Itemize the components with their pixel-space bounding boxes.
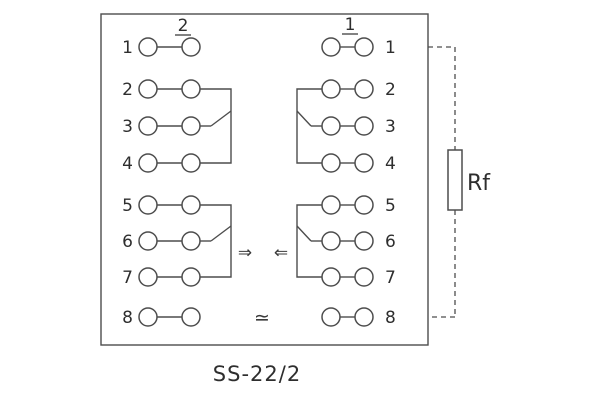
right-terminal-labels: 1 2 3 4 5 6 7 8 xyxy=(385,38,396,328)
terminal-circle xyxy=(354,267,374,287)
terminal-circle xyxy=(354,231,374,251)
left-terminal-label-5: 5 xyxy=(122,196,133,216)
right-terminal-label-4: 4 xyxy=(385,154,396,174)
resistor-symbol xyxy=(447,149,463,211)
moving-contact-arm xyxy=(296,225,312,242)
left-terminal-label-3: 3 xyxy=(122,117,133,137)
terminal-circle xyxy=(321,195,341,215)
terminal-circle xyxy=(181,195,201,215)
wire xyxy=(200,204,232,278)
left-terminal-label-2: 2 xyxy=(122,80,133,100)
terminal-circle xyxy=(181,231,201,251)
terminal-circle xyxy=(321,79,341,99)
left-terminal-label-4: 4 xyxy=(122,154,133,174)
terminal-circle xyxy=(354,37,374,57)
right-terminal-circles xyxy=(321,37,374,327)
moving-contact-arm xyxy=(296,110,312,127)
terminal-circle xyxy=(321,267,341,287)
ac-dc-symbol: ≃ xyxy=(254,307,270,329)
terminal-circle xyxy=(138,307,158,327)
external-resistor-circuit: Rf xyxy=(428,46,491,318)
right-terminal-label-5: 5 xyxy=(385,196,396,216)
terminal-circle xyxy=(181,37,201,57)
terminal-circle xyxy=(181,267,201,287)
terminal-circle xyxy=(138,153,158,173)
right-contact-group-upper xyxy=(296,88,322,164)
terminal-circle xyxy=(138,267,158,287)
terminal-circle xyxy=(321,116,341,136)
terminal-circle xyxy=(138,37,158,57)
terminal-circle xyxy=(181,153,201,173)
wire xyxy=(200,88,232,164)
resistor-label: Rf xyxy=(467,171,491,196)
left-contact-group-upper xyxy=(200,88,232,164)
terminal-circle xyxy=(138,195,158,215)
left-terminal-circles xyxy=(138,37,201,327)
left-terminal-labels: 1 2 3 4 5 6 7 8 xyxy=(122,38,133,328)
terminal-circle xyxy=(321,153,341,173)
left-terminal-label-8: 8 xyxy=(122,308,133,328)
terminal-circle xyxy=(181,307,201,327)
terminal-circle xyxy=(181,116,201,136)
left-terminal-label-6: 6 xyxy=(122,232,133,252)
moving-contact-arm xyxy=(210,110,232,127)
right-contact-group-lower xyxy=(296,204,322,278)
terminal-circle xyxy=(354,307,374,327)
terminal-circle xyxy=(181,79,201,99)
coil-label-right: 1 xyxy=(345,15,356,35)
terminal-circle xyxy=(354,116,374,136)
relay-case-outline xyxy=(100,13,429,346)
terminal-circle xyxy=(321,307,341,327)
right-terminal-label-3: 3 xyxy=(385,117,396,137)
left-terminal-label-1: 1 xyxy=(122,38,133,58)
right-terminal-label-8: 8 xyxy=(385,308,396,328)
wire xyxy=(296,204,322,278)
actuation-arrow-right-icon: ⇒ xyxy=(238,243,252,263)
right-terminal-label-7: 7 xyxy=(385,268,396,288)
coil-label-left: 2 xyxy=(178,16,189,36)
terminal-circle xyxy=(321,37,341,57)
right-terminal-label-6: 6 xyxy=(385,232,396,252)
terminal-circle xyxy=(138,231,158,251)
terminal-circle xyxy=(354,153,374,173)
left-contact-group-lower xyxy=(200,204,232,278)
left-terminal-label-7: 7 xyxy=(122,268,133,288)
terminal-circle xyxy=(321,231,341,251)
terminal-circle xyxy=(354,195,374,215)
moving-contact-arm xyxy=(210,225,232,242)
wire xyxy=(296,88,322,164)
terminal-circle xyxy=(354,79,374,99)
terminal-circle xyxy=(138,79,158,99)
terminal-circle xyxy=(138,116,158,136)
right-terminal-label-1: 1 xyxy=(385,38,396,58)
right-terminal-label-2: 2 xyxy=(385,80,396,100)
diagram-caption: SS-22/2 xyxy=(213,362,301,386)
actuation-arrow-left-icon: ⇐ xyxy=(274,243,288,263)
